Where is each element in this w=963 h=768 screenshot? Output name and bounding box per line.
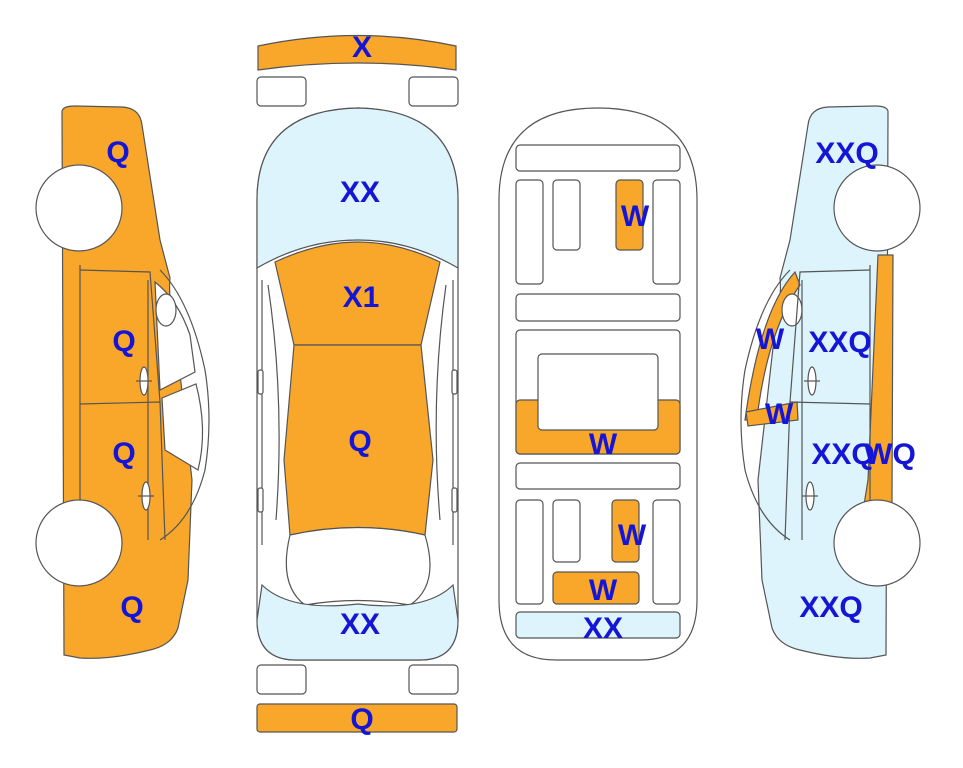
- left-window-area: [159, 269, 210, 541]
- label-trunk-lid: XX: [340, 608, 380, 641]
- right-mirror-top: [451, 369, 458, 395]
- label-left-rear-door: Q: [112, 437, 135, 470]
- frame-front-crossmember: [515, 144, 681, 172]
- right-b-pillar[interactable]: [745, 401, 799, 427]
- roof-front-panel[interactable]: [274, 241, 441, 346]
- label-right-a-pillar: W: [756, 323, 785, 356]
- left-headlight: [256, 76, 307, 107]
- frame-right-rear-rail: [652, 499, 681, 605]
- left-front-wheel: [35, 164, 123, 252]
- underbody-view: [498, 107, 698, 661]
- label-right-side-sill: WQ: [864, 438, 916, 471]
- right-rear-mirror-top: [451, 487, 458, 513]
- label-right-front-fender: XXQ: [815, 137, 878, 170]
- frame-left-front-rail: [515, 179, 544, 285]
- floor-rear-panel-b[interactable]: [552, 571, 640, 605]
- floor-rear-panel-a[interactable]: [611, 499, 640, 563]
- floor-rear-end-panel[interactable]: [515, 611, 681, 639]
- frame-left-rear-inner: [552, 499, 581, 563]
- left-mirror-top: [257, 369, 264, 395]
- trunk-lid[interactable]: [256, 583, 459, 661]
- label-left-front-door: Q: [112, 325, 135, 358]
- rear-window: [285, 526, 431, 606]
- frame-middle-crossmember: [515, 293, 681, 322]
- left-rear-mirror-top: [257, 487, 264, 513]
- right-headlight: [408, 76, 459, 107]
- label-floor-rear-b: W: [589, 574, 618, 607]
- label-right-front-door: XXQ: [808, 326, 871, 359]
- label-roof-front: X1: [343, 281, 380, 314]
- left-rear-window: [161, 383, 204, 471]
- frame-rear-crossmember: [515, 462, 681, 490]
- label-left-rear-quarter: Q: [120, 591, 143, 624]
- label-right-rear-quarter: XXQ: [799, 591, 862, 624]
- frame-left-inner: [552, 179, 581, 251]
- label-left-front-fender: Q: [106, 136, 129, 169]
- left-mirror: [155, 293, 177, 327]
- left-rear-wheel: [35, 499, 123, 587]
- right-taillight: [408, 664, 459, 695]
- rear-bumper[interactable]: [256, 703, 458, 733]
- label-roof-main: Q: [348, 425, 371, 458]
- front-bumper[interactable]: [257, 34, 457, 71]
- label-right-b-pillar: W: [765, 398, 794, 431]
- label-floor-rear-end: XX: [583, 612, 623, 645]
- right-side-view: [740, 105, 921, 659]
- label-right-rear-door: XXQ: [811, 438, 874, 471]
- label-floor-front: W: [621, 200, 650, 233]
- right-rear-wheel: [833, 499, 921, 587]
- label-floor-center: W: [589, 428, 618, 461]
- label-hood: XX: [340, 176, 380, 209]
- frame-right-front-rail: [652, 179, 681, 285]
- hood[interactable]: [256, 107, 459, 270]
- label-rear-bumper: Q: [350, 703, 373, 736]
- right-front-wheel: [833, 164, 921, 252]
- left-side-view: [35, 105, 210, 659]
- floor-front-panel[interactable]: [615, 179, 644, 251]
- frame-left-rear-rail: [515, 499, 544, 605]
- label-floor-rear-a: W: [618, 519, 647, 552]
- left-taillight: [256, 664, 307, 695]
- label-front-bumper: X: [352, 31, 372, 64]
- frame-center-opening: [537, 353, 659, 431]
- damage-labels: Q Q Q Q X XX X1 Q XX Q W W W W XX XXQ W …: [106, 31, 916, 736]
- right-mirror: [781, 293, 803, 327]
- top-view: [256, 34, 459, 733]
